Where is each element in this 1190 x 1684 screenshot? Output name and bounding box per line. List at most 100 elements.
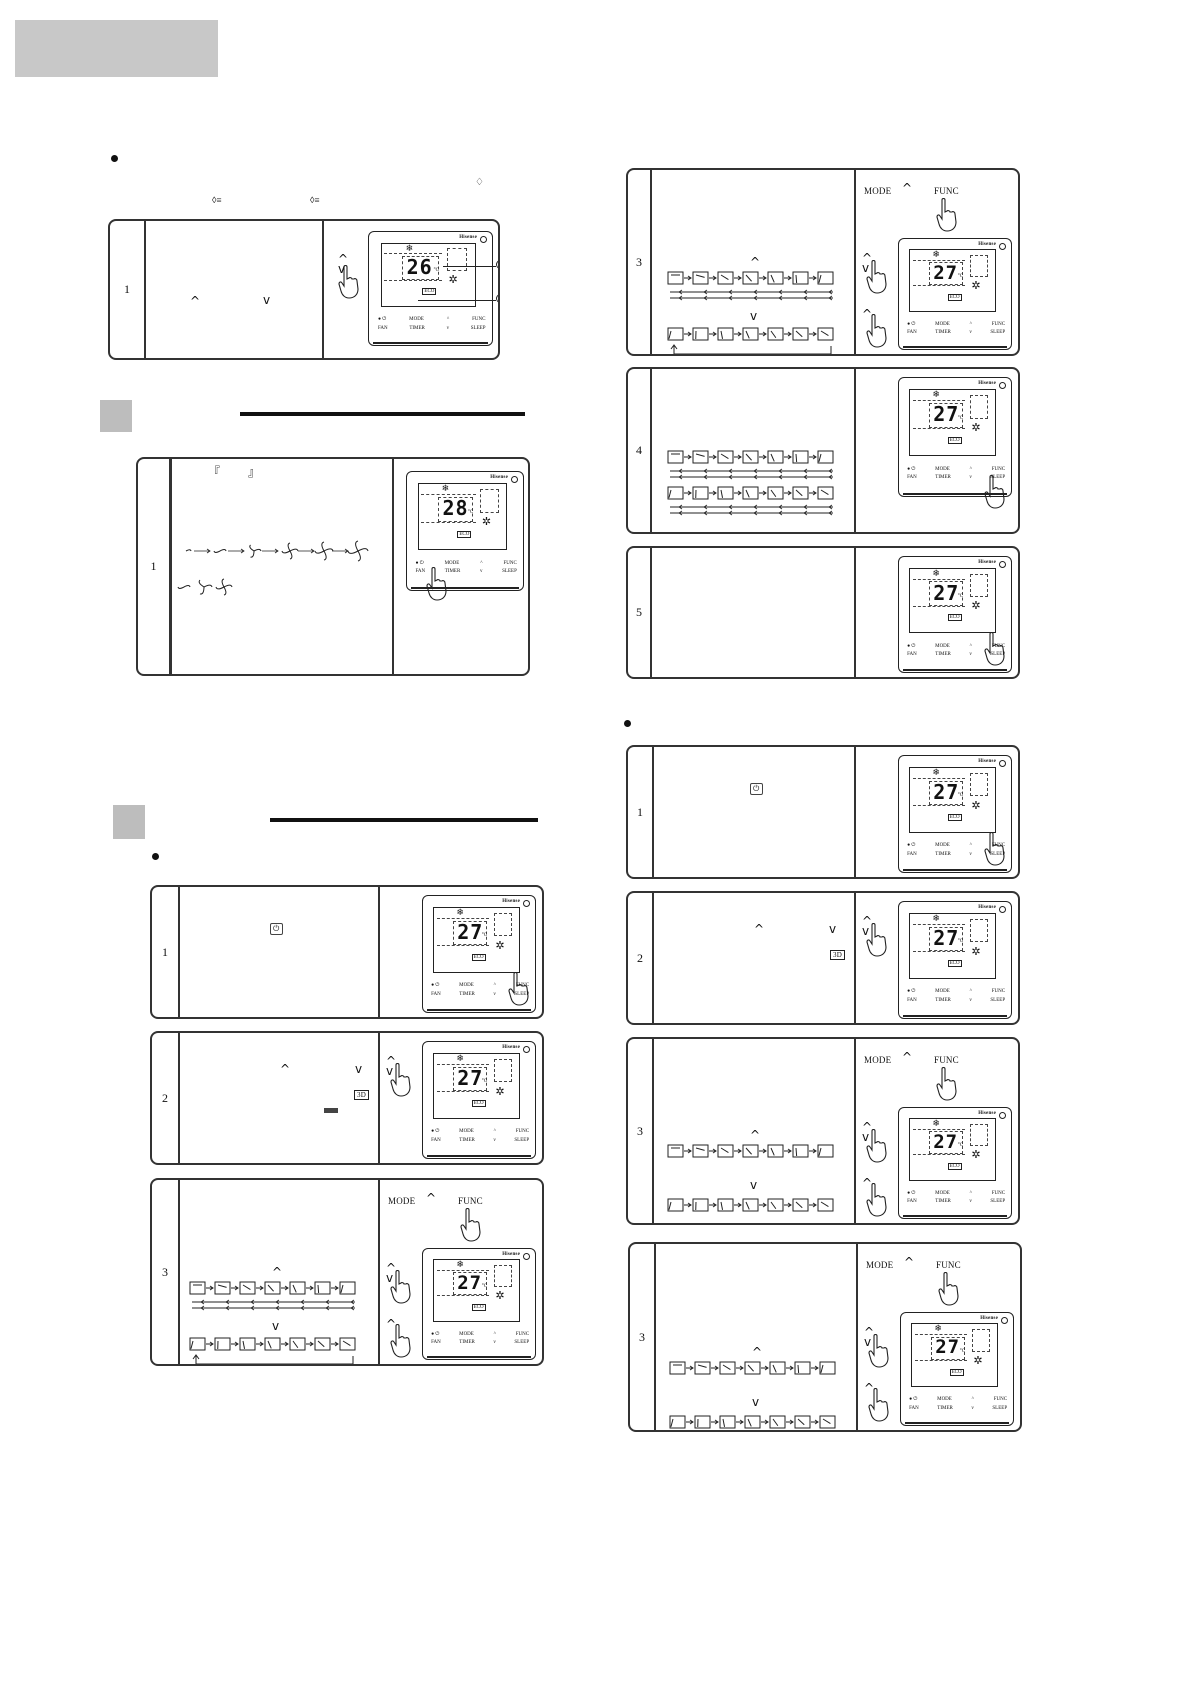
power-button[interactable]: ● ⏻ bbox=[907, 989, 916, 995]
mode-button[interactable]: MODE bbox=[937, 1397, 952, 1403]
temperature-display: 26 bbox=[406, 255, 433, 280]
fan-button[interactable]: FAN bbox=[907, 475, 917, 481]
mode-button[interactable]: MODE bbox=[935, 466, 950, 472]
sleep-button[interactable]: SLEEP bbox=[514, 991, 530, 997]
sleep-button[interactable]: SLEEP bbox=[990, 1199, 1006, 1205]
fan-button[interactable]: FAN bbox=[907, 997, 917, 1003]
power-led bbox=[999, 382, 1006, 389]
up-button[interactable]: ^ bbox=[969, 1190, 972, 1196]
power-button[interactable]: ● ⏻ bbox=[907, 466, 916, 472]
timer-button[interactable]: TIMER bbox=[409, 325, 425, 331]
timer-button[interactable]: TIMER bbox=[935, 652, 951, 658]
power-button[interactable]: ● ⏻ bbox=[431, 1129, 440, 1135]
down-button[interactable]: v bbox=[971, 1405, 974, 1411]
mode-button[interactable]: MODE bbox=[935, 843, 950, 849]
power-button[interactable]: ● ⏻ bbox=[431, 1331, 440, 1337]
up-button[interactable]: ^ bbox=[969, 643, 972, 649]
timer-button[interactable]: TIMER bbox=[459, 991, 475, 997]
mode-button[interactable]: MODE bbox=[409, 317, 424, 323]
snowflake-icon: ❄ bbox=[456, 907, 464, 918]
up-button[interactable]: ^ bbox=[480, 560, 483, 566]
power-button[interactable]: ● ⏻ bbox=[907, 321, 916, 327]
func-button[interactable]: FUNC bbox=[472, 317, 486, 323]
fan-button[interactable]: FAN bbox=[431, 1137, 441, 1143]
func-button[interactable]: FUNC bbox=[503, 560, 517, 566]
power-button[interactable]: ● ⏻ bbox=[378, 317, 387, 323]
timer-button[interactable]: TIMER bbox=[935, 475, 951, 481]
timer-button[interactable]: TIMER bbox=[935, 330, 951, 336]
fan-button[interactable]: FAN bbox=[909, 1405, 919, 1411]
func-button[interactable]: FUNC bbox=[993, 1397, 1008, 1403]
func-button[interactable]: FUNC bbox=[991, 321, 1006, 327]
sleep-button[interactable]: SLEEP bbox=[514, 1340, 530, 1346]
fan-button[interactable]: FAN bbox=[907, 1199, 917, 1205]
up-button[interactable]: ^ bbox=[969, 989, 972, 995]
mode-button[interactable]: MODE bbox=[935, 321, 950, 327]
vane-position-icon bbox=[719, 1361, 736, 1375]
power-button[interactable]: ● ⏻ bbox=[907, 843, 916, 849]
sleep-button[interactable]: SLEEP bbox=[990, 475, 1006, 481]
sleep-button[interactable]: SLEEP bbox=[990, 851, 1006, 857]
fan-button[interactable]: FAN bbox=[907, 851, 917, 857]
down-button[interactable]: v bbox=[493, 1340, 496, 1346]
fan-button[interactable]: FAN bbox=[907, 652, 917, 658]
fan-button[interactable]: FAN bbox=[907, 330, 917, 336]
down-button[interactable]: v bbox=[479, 569, 483, 575]
down-button[interactable]: v bbox=[969, 997, 972, 1003]
mode-button[interactable]: MODE bbox=[935, 989, 950, 995]
up-button[interactable]: ^ bbox=[969, 321, 972, 327]
fan-button[interactable]: FAN bbox=[431, 1340, 441, 1346]
down-button[interactable]: v bbox=[969, 851, 972, 857]
sleep-button[interactable]: SLEEP bbox=[502, 569, 517, 575]
up-button[interactable]: ^ bbox=[493, 1331, 496, 1337]
up-button[interactable]: ^ bbox=[969, 843, 972, 849]
power-button[interactable]: ● ⏻ bbox=[909, 1397, 918, 1403]
timer-button[interactable]: TIMER bbox=[935, 851, 951, 857]
up-button[interactable]: ^ bbox=[493, 1129, 496, 1135]
func-button[interactable]: FUNC bbox=[991, 989, 1006, 995]
down-button[interactable]: v bbox=[446, 325, 450, 331]
degree-unit: °C bbox=[481, 1284, 488, 1290]
down-button[interactable]: v bbox=[969, 330, 972, 336]
timer-button[interactable]: TIMER bbox=[935, 997, 951, 1003]
fan-button[interactable]: FAN bbox=[378, 325, 388, 331]
sleep-button[interactable]: SLEEP bbox=[990, 652, 1006, 658]
func-button[interactable]: FUNC bbox=[991, 466, 1006, 472]
down-button[interactable]: v bbox=[969, 475, 972, 481]
func-button[interactable]: FUNC bbox=[991, 1190, 1006, 1196]
timer-button[interactable]: TIMER bbox=[459, 1137, 475, 1143]
power-button[interactable]: ● ⏻ bbox=[907, 1190, 916, 1196]
sleep-button[interactable]: SLEEP bbox=[470, 325, 486, 331]
mode-button[interactable]: MODE bbox=[459, 1129, 474, 1135]
fan-button[interactable]: FAN bbox=[415, 569, 426, 575]
up-button[interactable]: ^ bbox=[446, 317, 450, 323]
mode-button[interactable]: MODE bbox=[444, 560, 460, 566]
mode-button[interactable]: MODE bbox=[935, 1190, 950, 1196]
up-button[interactable]: ^ bbox=[969, 466, 972, 472]
down-button[interactable]: v bbox=[969, 652, 972, 658]
timer-button[interactable]: TIMER bbox=[937, 1405, 953, 1411]
up-button[interactable]: ^ bbox=[971, 1397, 974, 1403]
sleep-button[interactable]: SLEEP bbox=[514, 1137, 530, 1143]
power-button[interactable]: ● ⏻ bbox=[431, 983, 440, 989]
mode-button[interactable]: MODE bbox=[459, 983, 474, 989]
mode-button[interactable]: MODE bbox=[459, 1331, 474, 1337]
down-button[interactable]: v bbox=[493, 1137, 496, 1143]
sleep-button[interactable]: SLEEP bbox=[992, 1405, 1008, 1411]
power-button[interactable]: ● ⏻ bbox=[415, 560, 424, 566]
func-button[interactable]: FUNC bbox=[515, 1129, 530, 1135]
power-button[interactable]: ● ⏻ bbox=[907, 643, 916, 649]
timer-button[interactable]: TIMER bbox=[444, 569, 461, 575]
sleep-button[interactable]: SLEEP bbox=[990, 997, 1006, 1003]
func-button[interactable]: FUNC bbox=[515, 1331, 530, 1337]
up-icon: ^ bbox=[864, 1325, 875, 1339]
timer-button[interactable]: TIMER bbox=[935, 1199, 951, 1205]
timer-button[interactable]: TIMER bbox=[459, 1340, 475, 1346]
down-button[interactable]: v bbox=[969, 1199, 972, 1205]
mode-button[interactable]: MODE bbox=[935, 643, 950, 649]
fan-button[interactable]: FAN bbox=[431, 991, 441, 997]
drop-icon: ♢ bbox=[475, 177, 484, 188]
down-button[interactable]: v bbox=[493, 991, 496, 997]
sleep-button[interactable]: SLEEP bbox=[990, 330, 1006, 336]
up-button[interactable]: ^ bbox=[493, 983, 496, 989]
